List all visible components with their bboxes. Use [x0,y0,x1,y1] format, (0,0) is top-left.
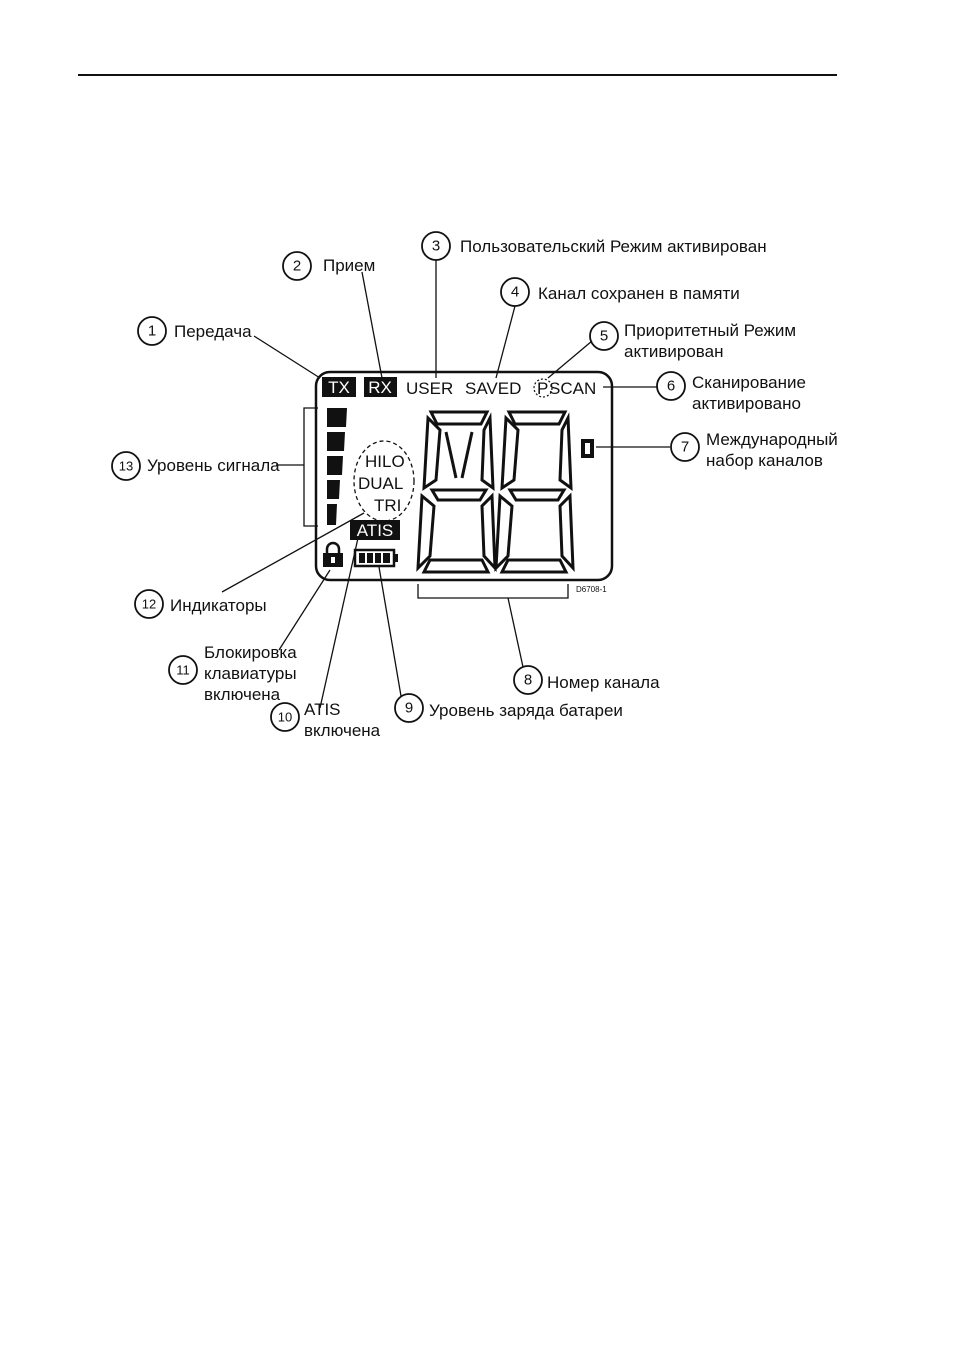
callout-11-label-line3: включена [204,685,281,704]
lcd-frame [314,370,614,582]
svg-text:7: 7 [681,439,689,456]
svg-text:1: 1 [148,323,156,340]
callout-5-label-line1: Приоритетный Режим [624,321,796,340]
callout-1-label: Передача [174,322,252,341]
callout-10-label-line1: ATIS [304,700,341,719]
svg-text:8: 8 [524,672,532,689]
tx-label: TX [328,378,350,397]
callout-6-label-line1: Сканирование [692,373,806,392]
svg-text:9: 9 [405,700,413,717]
battery-icon [353,548,398,568]
signal-bracket [303,407,318,527]
callout-9: 9 Уровень заряда батареи [394,693,623,723]
scan-label: SCAN [549,379,596,398]
channel-bracket [417,584,569,599]
svg-text:5: 5 [600,328,608,345]
dual-label: DUAL [358,474,403,493]
callout-2-label: Прием [323,256,375,275]
callout-12-label: Индикаторы [170,596,267,615]
channel-digit-2 [494,410,575,574]
callout-3: 3 Пользовательский Режим активирован [421,231,767,261]
lock-icon [323,541,343,567]
callout-11: 11 Блокировка клавиатуры включена [168,643,297,704]
callout-4-label: Канал сохранен в памяти [538,284,740,303]
callout-7: 7 Международный набор каналов [670,430,838,470]
callout-7-label-line2: набор каналов [706,451,823,470]
svg-text:12: 12 [142,597,156,612]
callout-11-label-line1: Блокировка [204,643,297,662]
callout-10: 10 ATIS включена [270,700,381,740]
callout-5: 5 Приоритетный Режим активирован [589,321,796,361]
svg-text:6: 6 [667,378,675,395]
channel-digits [416,410,575,574]
callout-6-label-line2: активировано [692,394,801,413]
hilo-label: HILO [365,452,405,471]
svg-text:13: 13 [119,459,133,474]
signal-strength-bars [327,408,347,525]
callout-8-label: Номер канала [547,673,660,692]
channel-digit-1 [416,410,497,574]
callout-12: 12 Индикаторы [134,589,267,619]
figure-code: D6708-1 [576,585,607,594]
callout-3-label: Пользовательский Режим активирован [460,237,767,256]
callout-5-label-line2: активирован [624,342,724,361]
atis-badge [350,520,400,540]
callout-13-label: Уровень сигнала [147,456,280,475]
rx-badge [364,377,397,397]
saved-label: SAVED [465,379,521,398]
callout-2: 2 Прием [282,251,375,281]
callout-9-label: Уровень заряда батареи [429,701,623,720]
priority-p-label: P [537,379,548,398]
callout-7-label-line1: Международный [706,430,838,449]
user-label: USER [406,379,453,398]
leader-lines [221,260,670,709]
rx-label: RX [368,378,392,397]
tri-label: TRI [374,496,401,515]
callout-4: 4 Канал сохранен в памяти [500,277,740,307]
svg-text:10: 10 [278,710,292,725]
priority-highlight [533,378,553,398]
callout-10-label-line2: включена [304,721,381,740]
tx-badge [322,377,356,397]
callout-13: 13 Уровень сигнала [111,451,280,481]
callout-8: 8 Номер канала [513,665,660,695]
callout-6: 6 Сканирование активировано [656,371,806,413]
svg-text:4: 4 [511,284,519,301]
callout-1: 1 Передача [137,316,252,346]
svg-text:11: 11 [176,663,190,678]
indicators-highlight [353,440,415,522]
atis-label: ATIS [357,521,394,540]
svg-text:3: 3 [432,238,440,255]
callout-11-label-line2: клавиатуры [204,664,297,683]
svg-text:2: 2 [293,258,301,275]
